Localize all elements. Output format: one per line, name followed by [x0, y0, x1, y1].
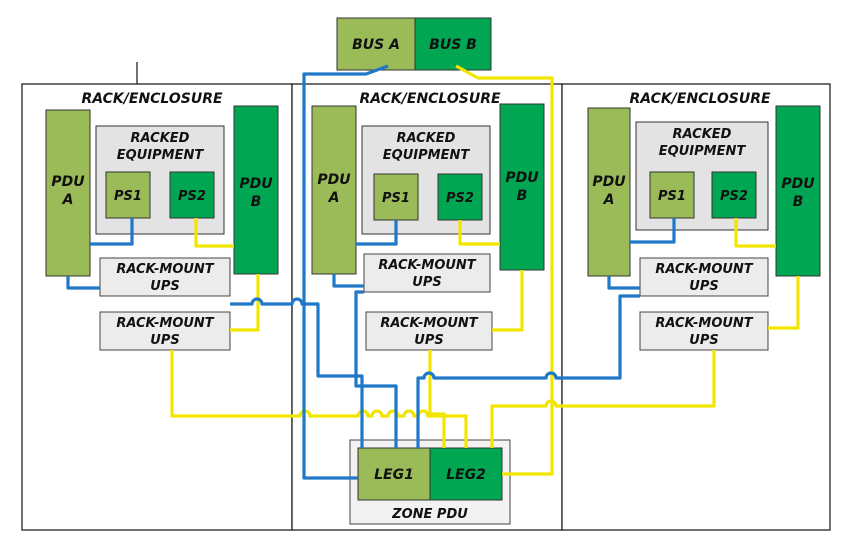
- bus-b: [414, 17, 492, 71]
- pdu-b-2: [499, 103, 545, 271]
- bus-a-label: BUS A: [352, 37, 400, 53]
- ps1-3: [649, 171, 695, 219]
- ups-2b-label-2: UPS: [414, 333, 443, 348]
- ups-1b-label-2: UPS: [150, 333, 179, 348]
- zone-pdu: LEG1 LEG2 ZONE PDU: [349, 439, 511, 525]
- ps2-2-label: PS2: [446, 191, 474, 206]
- pdu-b-3-label-bottom: B: [793, 194, 804, 210]
- feed-b-wiring: [170, 64, 800, 476]
- racked-equipment-3-label-2: EQUIPMENT: [659, 144, 747, 159]
- pdu-a-3-label-bottom: A: [603, 192, 615, 208]
- ps2-3-to-pdu-b-3: [734, 218, 776, 248]
- zone-pdu-label: ZONE PDU: [391, 507, 468, 522]
- ups-1b-to-pdu-b-1: [230, 274, 260, 332]
- racked-equipment-1-label-1: RACKED: [131, 131, 190, 146]
- pdu-b-3-label-top: PDU: [781, 176, 815, 192]
- ups-3b-to-pdu-b-3: [768, 276, 800, 330]
- rack-mount-ups-2a: [363, 253, 491, 293]
- pdu-a-2-label-top: PDU: [317, 172, 351, 188]
- ups-1a-label-2: UPS: [150, 279, 179, 294]
- ups-1a-to-leg1: [230, 297, 364, 448]
- ups-3b-label-2: UPS: [689, 333, 718, 348]
- pdu-a-1-to-ups-1a: [66, 276, 100, 290]
- ups-3a-label-1: RACK-MOUNT: [655, 262, 753, 277]
- rack-title-2: RACK/ENCLOSURE: [359, 91, 501, 107]
- ups-3b-label-1: RACK-MOUNT: [655, 316, 753, 331]
- ps1-2-to-pdu-a-2: [356, 220, 398, 246]
- leg2-label: LEG2: [446, 467, 486, 483]
- ps2-2: [437, 173, 483, 221]
- ups-2a-to-leg1: [354, 290, 398, 448]
- pdu-b-2-label-top: PDU: [505, 170, 539, 186]
- pdu-a-1-label-top: PDU: [51, 174, 85, 190]
- pdu-b-2-label-bottom: B: [517, 188, 528, 204]
- rack-mount-ups-1b: [99, 311, 231, 351]
- ups-2b-to-leg2: [428, 350, 446, 448]
- ps1-3-label: PS1: [658, 189, 686, 204]
- ps1-1-to-pdu-a-1: [90, 218, 134, 246]
- pdu-a-3: [587, 107, 631, 277]
- leg1: [357, 447, 431, 501]
- ups-3a-to-leg1: [416, 294, 640, 448]
- bus-block: BUS A BUS B: [336, 17, 492, 71]
- racked-equipment-2-label-2: EQUIPMENT: [383, 148, 471, 163]
- ups-2b-to-pdu-b-2: [492, 270, 524, 332]
- pdu-a-2-label-bottom: A: [328, 190, 340, 206]
- ups-1b-label-1: RACK-MOUNT: [116, 316, 214, 331]
- rack-mount-ups-2b: [365, 311, 493, 351]
- leg1-label: LEG1: [374, 467, 414, 483]
- ups-2a-label-1: RACK-MOUNT: [378, 258, 476, 273]
- pdu-a-3-to-ups-3a: [607, 276, 640, 290]
- ps1-1-label: PS1: [114, 189, 142, 204]
- bus-b-to-leg2: [455, 64, 554, 476]
- pdu-b-1-label-top: PDU: [239, 176, 273, 192]
- ps1-3-to-pdu-a-3: [630, 218, 676, 244]
- racked-equipment-3-label-1: RACKED: [673, 127, 732, 142]
- rack-3: PDU A PDU B RACKED EQUIPMENT PS1 PS2 RAC…: [587, 105, 821, 351]
- ups-3a-label-2: UPS: [689, 279, 718, 294]
- rack-mount-ups-1a: [99, 257, 231, 297]
- ps2-3: [711, 171, 757, 219]
- ps2-1-label: PS2: [178, 189, 206, 204]
- ps2-2-to-pdu-b-2: [458, 220, 500, 246]
- pdu-b-1-label-bottom: B: [251, 194, 262, 210]
- rack-mount-ups-3b: [639, 311, 769, 351]
- rack-title-3: RACK/ENCLOSURE: [629, 91, 771, 107]
- bus-b-label: BUS B: [429, 37, 477, 53]
- ps2-3-label: PS2: [720, 189, 748, 204]
- racked-equipment-2-label-1: RACKED: [397, 131, 456, 146]
- ps1-2-label: PS1: [382, 191, 410, 206]
- pdu-b-1: [233, 105, 279, 275]
- ups-1a-label-1: RACK-MOUNT: [116, 262, 214, 277]
- rack-title-1: RACK/ENCLOSURE: [81, 91, 223, 107]
- feed-a-wiring: [66, 64, 676, 480]
- pdu-a-3-label-top: PDU: [592, 174, 626, 190]
- ps1-1: [105, 171, 151, 219]
- pdu-a-1-label-bottom: A: [62, 192, 74, 208]
- rack-1: PDU A PDU B RACKED EQUIPMENT PS1 PS2 RAC…: [45, 105, 279, 351]
- pdu-a-1: [45, 109, 91, 277]
- bus-a-to-leg1: [302, 64, 389, 480]
- ups-2a-label-2: UPS: [412, 275, 441, 290]
- ps2-1: [169, 171, 215, 219]
- racked-equipment-1-label-2: EQUIPMENT: [117, 148, 205, 163]
- pdu-a-2-to-ups-2a: [332, 274, 364, 288]
- ups-2b-label-1: RACK-MOUNT: [380, 316, 478, 331]
- rack-mount-ups-3a: [639, 257, 769, 297]
- pdu-b-3: [775, 105, 821, 277]
- ps2-1-to-pdu-b-1: [194, 218, 234, 248]
